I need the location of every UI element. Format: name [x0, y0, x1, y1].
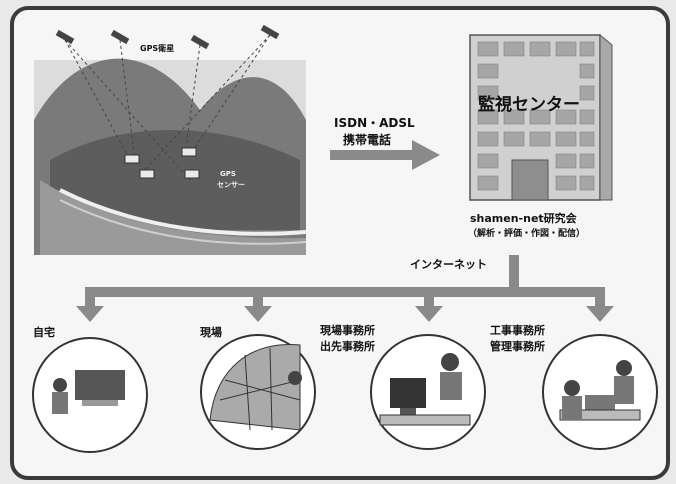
org-name: shamen-net研究会 [470, 212, 577, 225]
endpoint-home-label: 自宅 [33, 326, 55, 339]
satellite-label: GPS衛星 [140, 44, 175, 53]
org-roles: （解析・評価・作図・配信） [468, 229, 586, 239]
connection-label-line1: ISDN・ADSL [334, 116, 415, 130]
sensor-label: センサー [217, 181, 245, 189]
field-office-scene [379, 353, 471, 426]
network-tree [76, 255, 614, 322]
center-title: 監視センター [478, 95, 580, 115]
endpoint-branch-office-label: 出先事務所 [320, 340, 375, 353]
connection-label-line2: 携帯電話 [343, 133, 392, 147]
endpoint-field-office-label: 現場事務所 [320, 324, 375, 337]
site-scene [209, 343, 302, 431]
uplink-arrow [330, 140, 440, 170]
endpoint-admin-office-label: 管理事務所 [490, 340, 545, 353]
endpoint-construction-office-label: 工事事務所 [490, 324, 545, 337]
gps-label: GPS [220, 170, 236, 178]
satellite-icon [55, 24, 280, 50]
home-scene [52, 370, 125, 414]
network-label: インターネット [410, 258, 487, 271]
monitoring-center-building [469, 33, 613, 201]
terrain-scene [34, 34, 307, 255]
admin-office-scene [559, 360, 641, 421]
endpoint-site-label: 現場 [200, 326, 222, 339]
